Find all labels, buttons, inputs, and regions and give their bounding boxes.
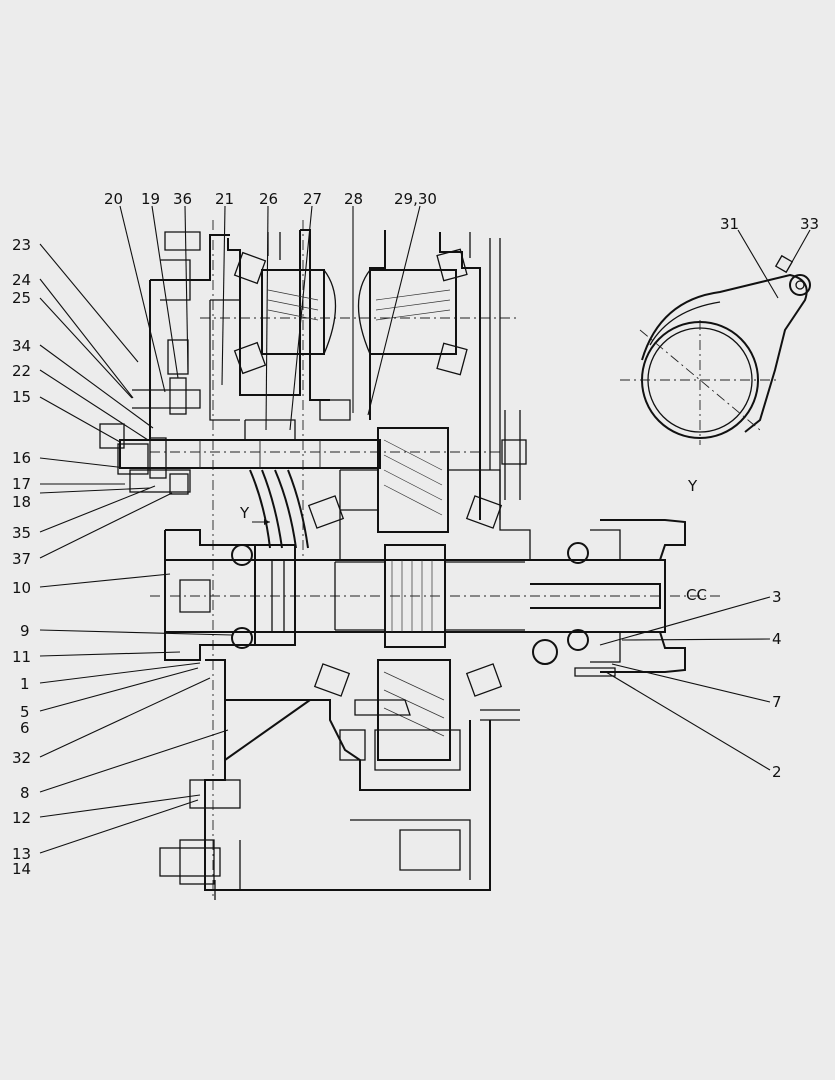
callout-20: 20 [104,190,123,208]
callout-labels: 20 19 36 21 26 27 28 29,30 31 33 23 24 2… [12,190,819,878]
callout-11: 11 [12,648,31,666]
callout-9: 9 [20,622,30,640]
callout-16: 16 [12,449,31,467]
callout-6: 6 [20,719,30,737]
callout-28: 28 [344,190,363,208]
callout-7: 7 [772,693,782,711]
callout-22: 22 [12,362,31,380]
section-cc-label: CC [686,586,707,604]
callout-19: 19 [141,190,160,208]
section-arrow-label: Y [239,504,250,522]
callout-31: 31 [720,215,739,233]
section-markers: Y CC [239,504,707,604]
callout-27: 27 [303,190,322,208]
callout-29-30: 29,30 [394,190,437,208]
callout-5: 5 [20,703,30,721]
callout-1: 1 [20,675,30,693]
main-section-drawing [99,220,720,900]
callout-18: 18 [12,493,31,511]
callout-25: 25 [12,289,31,307]
callout-8: 8 [20,784,30,802]
callout-34: 34 [12,337,31,355]
callout-36: 36 [173,190,192,208]
callout-21: 21 [215,190,234,208]
view-y-label: Y [687,477,698,495]
callout-14: 14 [12,860,31,878]
callout-32: 32 [12,749,31,767]
callout-37: 37 [12,550,31,568]
callout-2: 2 [772,763,782,781]
callout-13: 13 [12,845,31,863]
callout-33: 33 [800,215,819,233]
callout-35: 35 [12,524,31,542]
callout-24: 24 [12,271,31,289]
callout-26: 26 [259,190,278,208]
callout-10: 10 [12,579,31,597]
leader-lines [39,205,811,854]
callout-12: 12 [12,809,31,827]
callout-4: 4 [772,630,782,648]
callout-15: 15 [12,388,31,406]
detail-view-y: Y [620,254,811,495]
callout-3: 3 [772,588,782,606]
callout-17: 17 [12,475,31,493]
callout-23: 23 [12,236,31,254]
